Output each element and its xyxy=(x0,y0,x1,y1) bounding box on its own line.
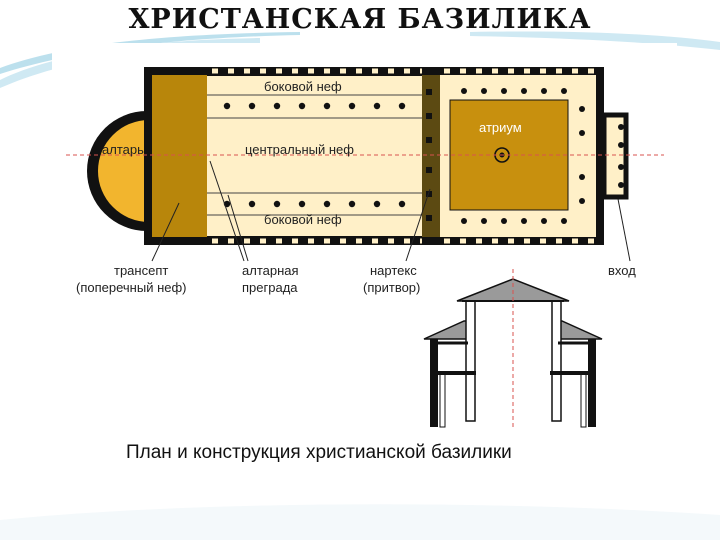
porch-columns xyxy=(618,124,624,188)
right-column xyxy=(580,372,587,428)
diagram-caption: План и конструкция христианской базилики xyxy=(126,442,512,463)
callout-lines xyxy=(151,160,631,262)
slide-title: ХРИСТАНСКАЯ БАЗИЛИКА xyxy=(128,4,592,35)
callout-screen-2: преграда xyxy=(242,280,298,295)
left-arch-band xyxy=(430,371,476,375)
altar-area xyxy=(98,120,149,222)
label-side-nave-top: боковой неф xyxy=(264,79,342,94)
callout-transept-2: (поперечный неф) xyxy=(76,280,187,295)
nave-columns xyxy=(223,102,406,208)
callout-narthex-2: (притвор) xyxy=(363,280,420,295)
right-arch-band xyxy=(550,371,596,375)
atrium-columns xyxy=(461,88,585,224)
section-elevation xyxy=(423,269,603,428)
callout-entrance: вход xyxy=(608,263,636,278)
narthex-columns xyxy=(426,89,432,221)
label-altar: алтарь xyxy=(102,142,144,157)
clerestory-left xyxy=(465,300,476,422)
entrance-porch xyxy=(601,112,629,200)
slide-swoosh-bottom xyxy=(0,504,720,540)
callout-narthex-1: нартекс xyxy=(370,263,417,278)
left-aisle-wall xyxy=(430,339,438,427)
callout-transept-1: трансепт xyxy=(114,263,168,278)
transept xyxy=(152,75,207,237)
clerestory-right xyxy=(551,300,562,422)
left-column xyxy=(439,372,446,428)
slide-swoosh-right xyxy=(470,31,720,50)
arcade-lines xyxy=(207,94,422,216)
label-atrium: атриум xyxy=(479,120,522,135)
right-aisle-wall xyxy=(588,339,596,427)
callout-screen-1: алтарная xyxy=(242,263,299,278)
wall-openings xyxy=(212,68,600,244)
basilica-diagram: боковой неф центральный неф боковой неф … xyxy=(52,43,677,480)
label-central-nave: центральный неф xyxy=(245,142,354,157)
narthex xyxy=(422,75,440,237)
label-side-nave-bottom: боковой неф xyxy=(264,212,342,227)
